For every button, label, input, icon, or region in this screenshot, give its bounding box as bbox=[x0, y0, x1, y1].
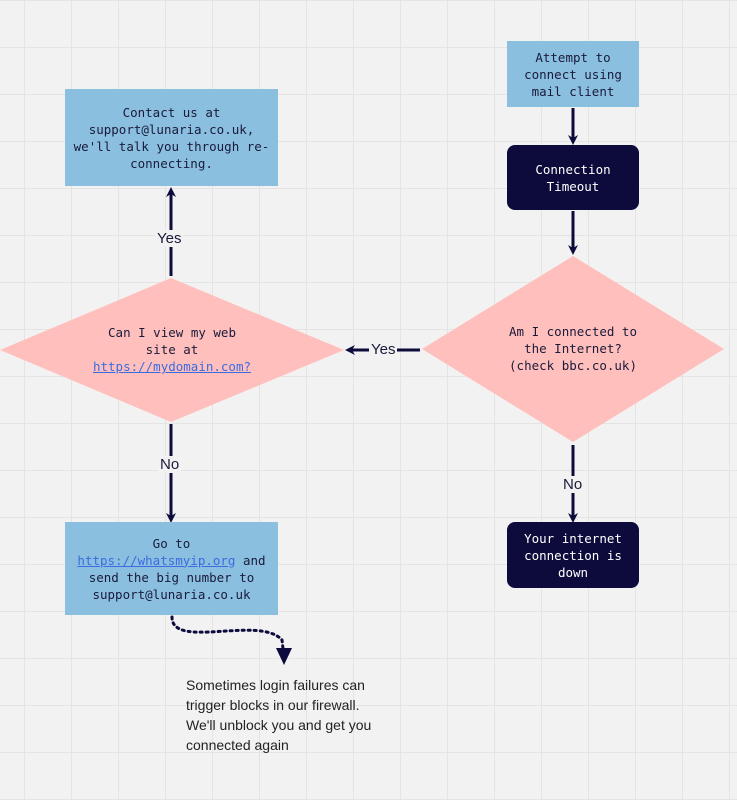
go-to-box[interactable]: Go to https://whatsmyip.org and send the… bbox=[65, 522, 278, 615]
note-line-4: connected again bbox=[186, 737, 289, 753]
view-site-question-text: Can I view my web site at https://mydoma… bbox=[72, 324, 272, 375]
edge-label-view-yes: Yes bbox=[155, 230, 184, 247]
decision-diamond-connected[interactable] bbox=[422, 256, 724, 442]
connected-line-3: (check bbc.co.uk) bbox=[509, 358, 637, 373]
down-line-2: connection is bbox=[524, 547, 622, 563]
goto-line-4: support@lunaria.co.uk bbox=[92, 586, 251, 602]
attempt-connect-box[interactable]: Attempt to connect using mail client bbox=[507, 41, 639, 107]
view-line-2: site at bbox=[145, 342, 199, 357]
note-line-2: trigger blocks in our firewall. bbox=[186, 697, 360, 713]
attempt-line-2: connect using bbox=[524, 66, 622, 82]
view-line-1: Can I view my web bbox=[108, 325, 236, 340]
connection-timeout-box[interactable]: Connection Timeout bbox=[507, 145, 639, 210]
attempt-line-1: Attempt to bbox=[535, 49, 611, 65]
connected-question-text: Am I connected to the Internet? (check b… bbox=[473, 323, 673, 374]
mydomain-link[interactable]: https://mydomain.com? bbox=[92, 359, 252, 374]
timeout-line-1: Connection bbox=[535, 161, 611, 177]
decision-diamond-view-site[interactable] bbox=[0, 278, 344, 422]
edge-label-connected-no: No bbox=[561, 476, 585, 493]
timeout-line-2: Timeout bbox=[546, 178, 600, 194]
note-line-3: We'll unblock you and get you bbox=[186, 717, 372, 733]
down-line-3: down bbox=[557, 564, 589, 580]
connected-line-2: the Internet? bbox=[524, 341, 622, 356]
firewall-note: Sometimes login failures can trigger blo… bbox=[186, 675, 416, 755]
goto-line-1: Go to bbox=[152, 535, 191, 551]
arrowhead-to-note bbox=[276, 648, 292, 665]
contact-line-1: Contact us at bbox=[122, 104, 221, 120]
edge-label-view-no: No bbox=[158, 456, 182, 473]
contact-line-2: support@lunaria.co.uk, bbox=[88, 121, 255, 137]
contact-line-4: connecting. bbox=[130, 155, 213, 171]
contact-us-box[interactable]: Contact us at support@lunaria.co.uk, we'… bbox=[65, 89, 278, 186]
contact-line-3: we'll talk you through re- bbox=[73, 138, 270, 154]
connector-goto-to-note-dotted bbox=[170, 615, 286, 659]
connected-line-1: Am I connected to bbox=[509, 324, 637, 339]
edge-label-connected-yes: Yes bbox=[369, 341, 398, 358]
attempt-line-3: mail client bbox=[531, 83, 615, 99]
note-line-1: Sometimes login failures can bbox=[186, 677, 365, 693]
down-line-1: Your internet bbox=[524, 530, 622, 546]
goto-link-suffix: and bbox=[235, 552, 266, 568]
whatsmyip-link[interactable]: https://whatsmyip.org bbox=[77, 552, 236, 568]
internet-down-box[interactable]: Your internet connection is down bbox=[507, 522, 639, 588]
goto-line-3: send the big number to bbox=[88, 569, 255, 585]
